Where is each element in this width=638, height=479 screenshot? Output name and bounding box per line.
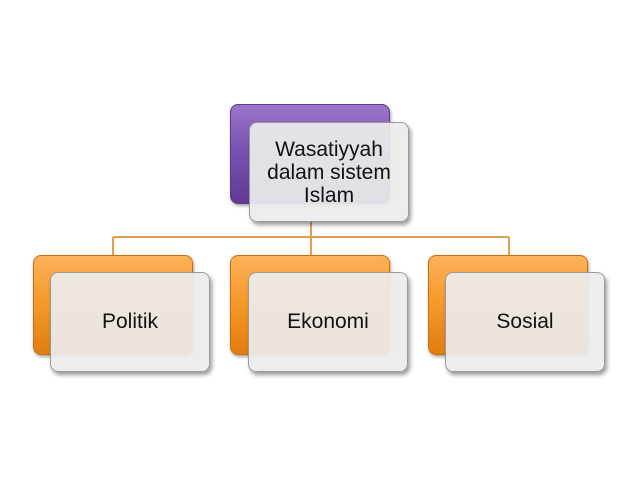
root-label-line-3: Islam (303, 183, 355, 207)
child-node-sosial: Sosial (445, 272, 605, 372)
root-node: Wasatiyyah dalam sistem Islam (249, 122, 409, 222)
child-node-label: Politik (101, 310, 159, 333)
root-label-line-2: dalam sistem (267, 160, 391, 184)
child-node-label: Ekonomi (287, 310, 369, 333)
child-node-ekonomi: Ekonomi (248, 272, 408, 372)
root-node-label: Wasatiyyah dalam sistem Islam (267, 138, 391, 207)
child-node-label: Sosial (496, 310, 554, 333)
root-label-line-1: Wasatiyyah (275, 137, 383, 161)
child-node-politik: Politik (50, 272, 210, 372)
